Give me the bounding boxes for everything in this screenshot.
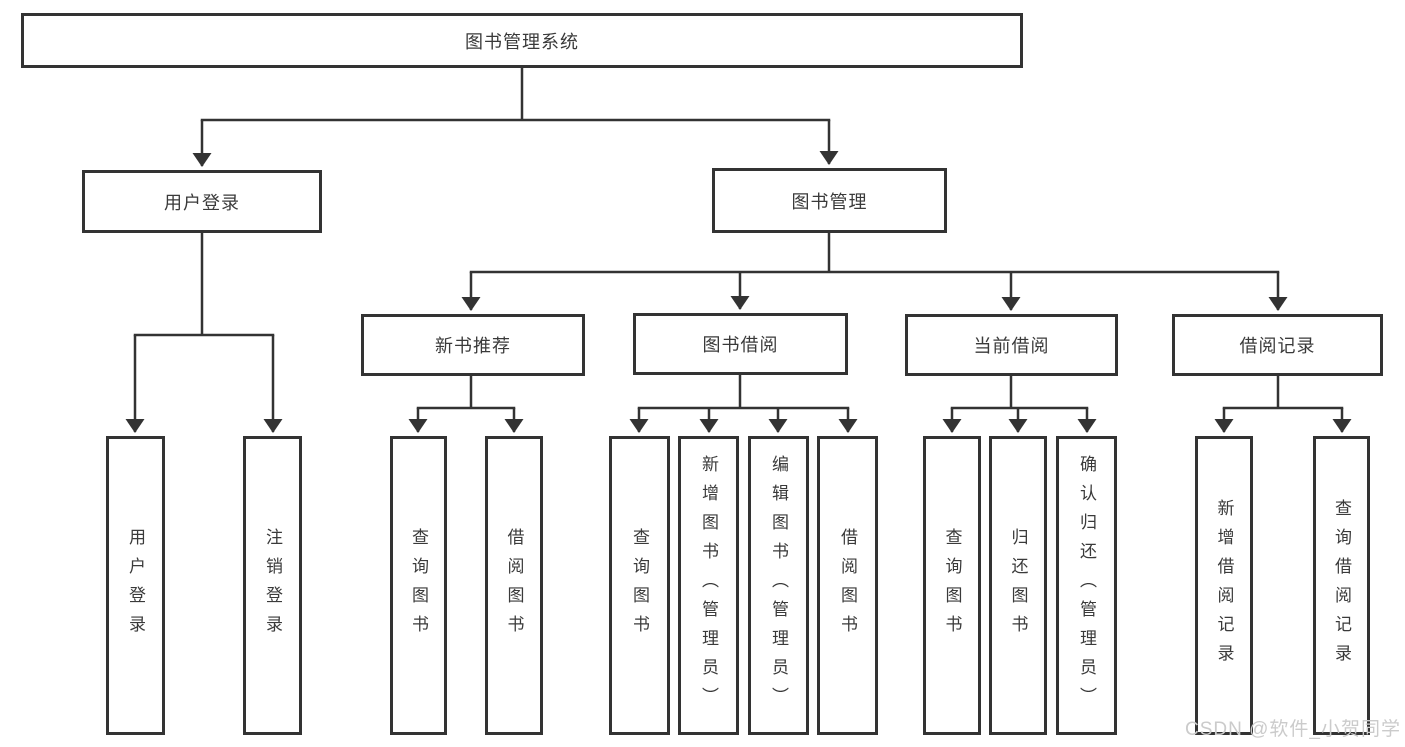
node-current-borrowing-label: 当前借阅 (973, 336, 1050, 356)
leaf-logout: 注销登录 (243, 436, 302, 735)
node-book-management-branch-label: 图书管理 (791, 191, 868, 212)
node-borrowing-records: 借阅记录 (1172, 314, 1383, 376)
leaf-add-book-admin: 新增图书（管理员） (678, 436, 739, 735)
leaf-query-borrow-record-label: 查询借阅记录 (1332, 498, 1351, 673)
leaf-add-borrow-record: 新增借阅记录 (1195, 436, 1253, 735)
leaf-user-login-label: 用户登录 (126, 527, 145, 644)
leaf-confirm-return-admin-label: 确认归还（管理员） (1077, 455, 1096, 716)
leaf-return-book: 归还图书 (989, 436, 1047, 735)
leaf-edit-book-admin: 编辑图书（管理员） (748, 436, 809, 735)
leaf-user-login: 用户登录 (106, 436, 165, 735)
node-book-management-branch: 图书管理 (712, 168, 947, 233)
leaf-query-book-current: 查询图书 (923, 436, 981, 735)
node-user-login-branch: 用户登录 (82, 170, 322, 233)
leaf-query-book-borrowing: 查询图书 (609, 436, 670, 735)
node-new-book-recommend-label: 新书推荐 (435, 336, 511, 356)
leaf-logout-label: 注销登录 (263, 527, 282, 644)
leaf-borrow-book-label: 借阅图书 (838, 527, 857, 644)
leaf-query-book-current-label: 查询图书 (942, 527, 962, 644)
leaf-query-book-recommend-label: 查询图书 (409, 527, 428, 644)
node-current-borrowing: 当前借阅 (905, 314, 1118, 376)
node-book-borrowing: 图书借阅 (633, 313, 848, 375)
leaf-confirm-return-admin: 确认归还（管理员） (1056, 436, 1117, 735)
leaf-add-borrow-record-label: 新增借阅记录 (1214, 498, 1234, 673)
node-root-system: 图书管理系统 (21, 13, 1023, 68)
node-root-system-label: 图书管理系统 (465, 31, 579, 52)
leaf-query-borrow-record: 查询借阅记录 (1313, 436, 1370, 735)
csdn-watermark: CSDN @软件_小贺同学 (1185, 719, 1401, 740)
leaf-borrow-book-recommend: 借阅图书 (485, 436, 543, 735)
node-borrowing-records-label: 借阅记录 (1239, 336, 1316, 356)
node-new-book-recommend: 新书推荐 (361, 314, 585, 376)
leaf-add-book-admin-label: 新增图书（管理员） (699, 455, 718, 716)
leaf-query-book-recommend: 查询图书 (390, 436, 447, 735)
leaf-borrow-book-recommend-label: 借阅图书 (504, 527, 524, 644)
node-user-login-branch-label: 用户登录 (164, 192, 240, 213)
leaf-query-book-borrowing-label: 查询图书 (630, 527, 649, 644)
leaf-return-book-label: 归还图书 (1008, 527, 1028, 644)
leaf-borrow-book: 借阅图书 (817, 436, 878, 735)
node-book-borrowing-label: 图书借阅 (702, 335, 779, 355)
leaf-edit-book-admin-label: 编辑图书（管理员） (769, 455, 788, 716)
